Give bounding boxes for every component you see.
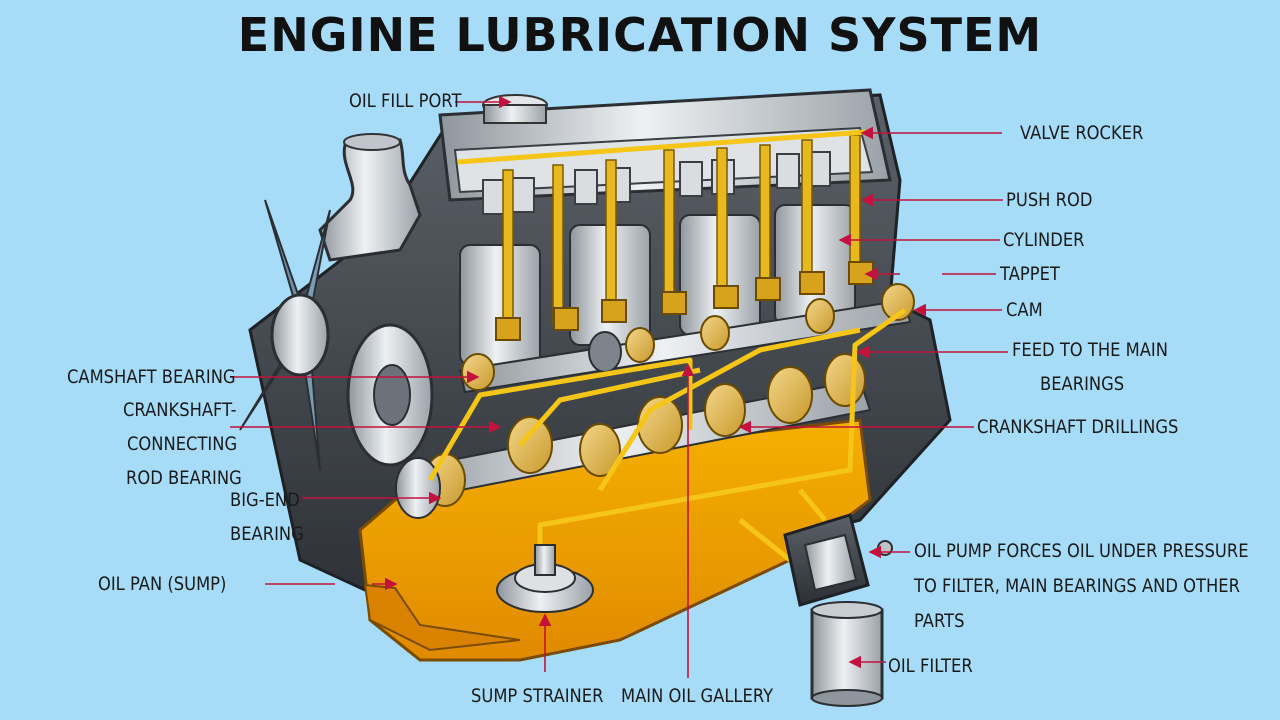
label-push-rod: PUSH ROD [1006, 189, 1093, 211]
label-oil-pan: OIL PAN (SUMP) [98, 573, 227, 595]
label-tappet: TAPPET [1000, 263, 1060, 285]
label-oil-pump-3: PARTS [914, 610, 965, 632]
label-feed-main-bearings-2: BEARINGS [1040, 373, 1125, 395]
rocker-shaft [457, 129, 866, 165]
label-oil-pump-1: OIL PUMP FORCES OIL UNDER PRESSURE [914, 540, 1249, 562]
label-big-end-1: BIG-END [230, 489, 300, 511]
label-crankshaft-drillings: CRANKSHAFT DRILLINGS [977, 416, 1179, 438]
sump-strainer [496, 544, 594, 613]
label-cam: CAM [1006, 299, 1043, 321]
label-oil-fill-port: OIL FILL PORT [349, 90, 462, 112]
label-crankshaft-conrod-2: CONNECTING [127, 433, 238, 455]
cooling-fan [239, 199, 331, 471]
leader-lines [230, 95, 1008, 678]
oil-filter [810, 601, 884, 707]
label-valve-rocker: VALVE ROCKER [1020, 122, 1144, 144]
label-oil-pump-2: TO FILTER, MAIN BEARINGS AND OTHER [914, 575, 1240, 597]
label-sump-strainer: SUMP STRAINER [471, 685, 604, 707]
crank-pulley [346, 323, 434, 467]
label-feed-main-bearings-1: FEED TO THE MAIN [1012, 339, 1168, 361]
label-crankshaft-conrod-1: CRANKSHAFT- [123, 399, 237, 421]
oil-passages [427, 307, 907, 562]
label-big-end-2: BEARING [230, 523, 304, 545]
label-crankshaft-conrod-3: ROD BEARING [126, 467, 242, 489]
diagram-title: ENGINE LUBRICATION SYSTEM [237, 8, 1043, 62]
tappets [495, 261, 874, 341]
label-main-oil-gallery: MAIN OIL GALLERY [621, 685, 774, 707]
intake-neck [318, 133, 422, 262]
oil-pump [783, 513, 893, 607]
label-oil-filter: OIL FILTER [888, 655, 973, 677]
label-camshaft-bearing: CAMSHAFT BEARING [67, 366, 236, 388]
label-cylinder: CYLINDER [1003, 229, 1085, 251]
oil-fill-port [482, 94, 548, 124]
crankshaft [395, 353, 872, 519]
push-rods [502, 134, 861, 331]
